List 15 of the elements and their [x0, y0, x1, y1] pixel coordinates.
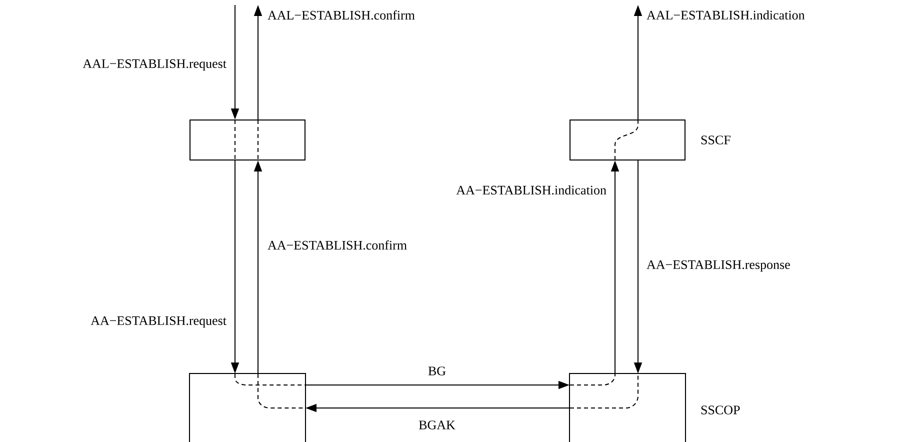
block-box: [190, 120, 306, 160]
block-box: [569, 373, 686, 442]
edge-label: BG: [428, 366, 446, 376]
block-label: SSCF: [701, 136, 730, 144]
edge-label: AAL−ESTABLISH.confirm: [268, 10, 415, 20]
edge-label: AA−ESTABLISH.response: [646, 260, 790, 272]
block-label: SSCOP: [701, 406, 740, 414]
block-box: [189, 373, 306, 442]
edge-label: BGAK: [418, 420, 456, 430]
edge-label: AA−ESTABLISH.indication: [456, 185, 606, 195]
edge-label: AA−ESTABLISH.confirm: [268, 240, 407, 250]
edge-label: AA−ESTABLISH.request: [90, 316, 226, 328]
block-box: [570, 120, 686, 160]
edge-label: AAL−ESTABLISH.request: [82, 59, 226, 71]
edge-label: AAL−ESTABLISH.indication: [646, 10, 805, 20]
